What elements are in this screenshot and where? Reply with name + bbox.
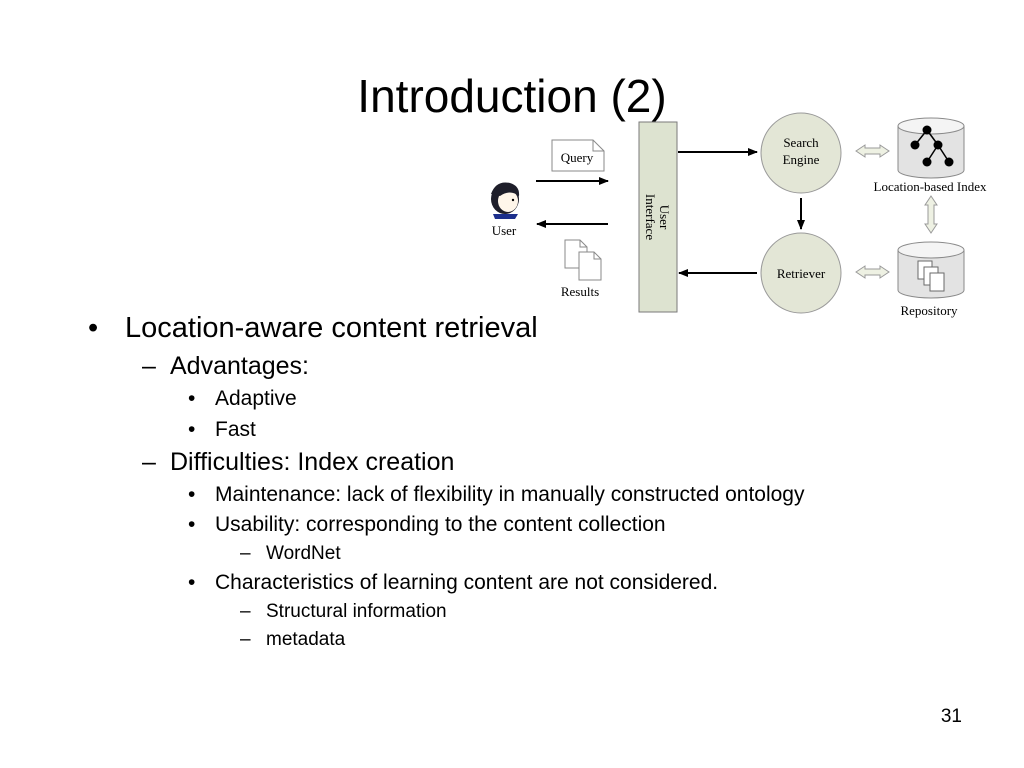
svg-text:Interface: Interface bbox=[643, 194, 658, 240]
bullet-level2: –Difficulties: Index creation bbox=[142, 448, 454, 477]
index-database-icon bbox=[897, 117, 965, 179]
results-documents-icon bbox=[564, 239, 602, 281]
slide-title: Introduction (2) bbox=[357, 70, 667, 122]
bullet-level4: –WordNet bbox=[240, 543, 341, 565]
bullet-level3: • Usability: corresponding to the content… bbox=[188, 513, 666, 537]
bullet-marker: • bbox=[188, 418, 196, 441]
user-interface-panel bbox=[638, 121, 678, 313]
dash-marker: – bbox=[240, 543, 251, 564]
bullet-marker: • bbox=[188, 387, 196, 410]
bullet-level3: • Adaptive bbox=[188, 387, 297, 411]
dash-marker: – bbox=[240, 629, 251, 650]
documents-icon bbox=[917, 260, 945, 292]
page-number: 31 bbox=[940, 706, 962, 727]
query-document-icon bbox=[551, 139, 605, 172]
bullet-marker: • bbox=[88, 312, 99, 344]
search-engine-label-line2: Engine bbox=[783, 152, 820, 167]
user-label: User bbox=[492, 223, 517, 238]
bullet-marker: • bbox=[188, 513, 196, 536]
search-engine-node bbox=[760, 112, 842, 194]
bullet-text: Usability: corresponding to the content … bbox=[215, 513, 666, 536]
index-repository-link-icon bbox=[924, 195, 938, 234]
bullet-text: Difficulties: Index creation bbox=[170, 448, 455, 476]
bullet-level2: –Advantages: bbox=[142, 352, 309, 381]
bullet-level4: –Structural information bbox=[240, 601, 447, 623]
search-engine-label-line1: Search bbox=[783, 135, 819, 150]
bullet-text: WordNet bbox=[266, 543, 341, 564]
retriever-node bbox=[760, 232, 842, 314]
dash-marker: – bbox=[142, 352, 156, 380]
query-label: Query bbox=[561, 150, 594, 165]
bullet-text: Fast bbox=[215, 418, 256, 441]
bullet-marker: • bbox=[188, 571, 196, 594]
bullet-level3: • Fast bbox=[188, 418, 256, 442]
bullet-text: metadata bbox=[266, 629, 346, 650]
bullet-text: Structural information bbox=[266, 601, 447, 622]
search-index-link-icon bbox=[855, 144, 890, 158]
bullet-text: Maintenance: lack of flexibility in manu… bbox=[215, 483, 805, 506]
bullet-level3: • Maintenance: lack of flexibility in man… bbox=[188, 483, 804, 507]
dash-marker: – bbox=[142, 448, 156, 476]
bullet-text: Adaptive bbox=[215, 387, 297, 410]
dash-marker: – bbox=[240, 601, 251, 622]
bullet-level4: –metadata bbox=[240, 629, 345, 651]
architecture-diagram: User Query Results User Interface Search… bbox=[491, 112, 987, 318]
bullet-text: Characteristics of learning content are … bbox=[215, 571, 719, 594]
retriever-repository-link-icon bbox=[855, 265, 890, 279]
tree-icon bbox=[910, 125, 954, 167]
repository-label: Repository bbox=[900, 303, 958, 318]
bullet-level1: • Location-aware content retrieval bbox=[88, 312, 538, 345]
user-interface-label: User Interface bbox=[643, 194, 672, 240]
results-label: Results bbox=[561, 284, 599, 299]
svg-text:User: User bbox=[657, 205, 672, 230]
index-label: Location-based Index bbox=[874, 179, 987, 194]
bullet-level3: • Characteristics of learning content are… bbox=[188, 571, 718, 595]
retriever-label: Retriever bbox=[777, 266, 826, 281]
bullet-text: Advantages: bbox=[170, 352, 309, 380]
user-icon bbox=[491, 182, 520, 219]
repository-database-icon bbox=[897, 241, 965, 299]
bullet-marker: • bbox=[188, 483, 196, 506]
bullet-text: Location-aware content retrieval bbox=[125, 312, 538, 344]
